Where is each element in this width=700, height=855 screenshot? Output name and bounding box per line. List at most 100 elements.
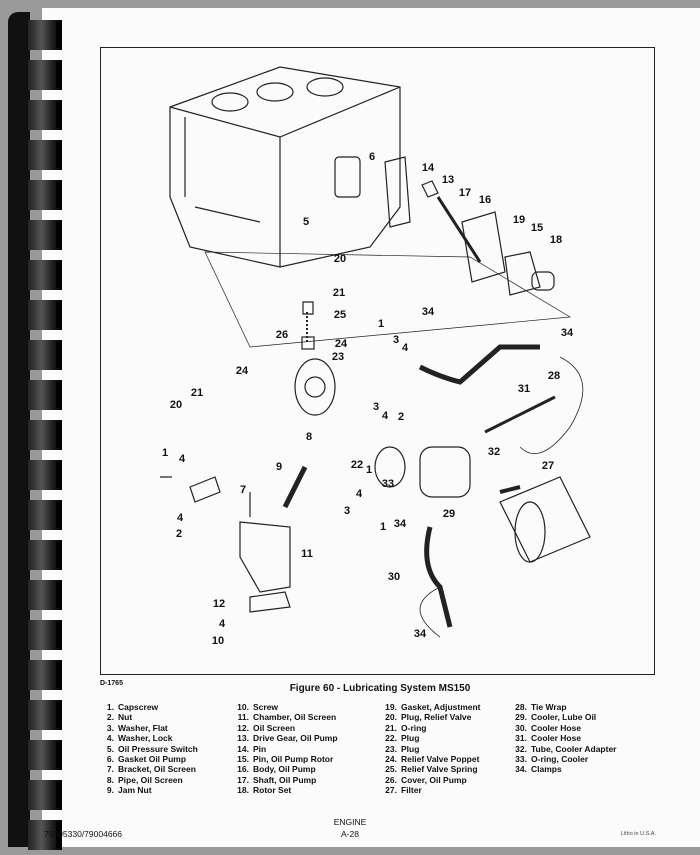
binding-tooth xyxy=(28,380,62,410)
part-number: 24. xyxy=(385,754,397,765)
part-name: Body, Oil Pump xyxy=(253,764,316,775)
part-name: Cover, Oil Pump xyxy=(401,774,467,785)
part-number: 34. xyxy=(515,764,527,775)
part-number: 18. xyxy=(237,785,249,796)
part-name: Tie Wrap xyxy=(531,702,567,712)
callout-number: 26 xyxy=(275,329,289,341)
part-item: 17.Shaft, Oil Pump xyxy=(232,775,338,785)
callout-number: 24 xyxy=(334,338,348,350)
oil-screen-illustration xyxy=(160,465,308,613)
binding-tooth xyxy=(28,260,62,290)
callout-number: 3 xyxy=(392,334,400,346)
binding-tooth xyxy=(28,700,62,730)
callout-number: 4 xyxy=(218,618,226,630)
callout-number: 28 xyxy=(547,370,561,382)
part-name: Nut xyxy=(118,712,133,723)
part-name: Clamps xyxy=(531,764,562,775)
callout-number: 4 xyxy=(355,488,363,500)
manual-part-number: 79005330/79004666 xyxy=(44,829,122,839)
part-name: Chamber, Oil Screen xyxy=(253,712,337,723)
part-item: 29.Cooler, Lube Oil xyxy=(510,712,616,722)
part-item: 28.Tie Wrap xyxy=(510,702,616,712)
part-number: 29. xyxy=(515,712,527,723)
part-item: 3.Washer, Flat xyxy=(100,723,198,733)
part-item: 2.Nut xyxy=(100,712,198,722)
part-number: 7. xyxy=(106,764,114,775)
part-item: 21.O-ring xyxy=(380,723,481,733)
part-number: 26. xyxy=(385,774,397,785)
binding-tooth xyxy=(28,20,62,50)
part-name: Relief Valve Spring xyxy=(401,764,478,775)
part-item: 15.Pin, Oil Pump Rotor xyxy=(232,754,338,764)
figure-title: Figure 60 - Lubricating System MS150 xyxy=(289,683,471,694)
part-name: Pin xyxy=(253,743,267,754)
part-name: Screw xyxy=(253,702,279,712)
callout-number: 27 xyxy=(541,460,555,472)
part-name: Rotor Set xyxy=(253,785,292,796)
part-name: Plug xyxy=(401,733,420,744)
part-item: 32.Tube, Cooler Adapter xyxy=(510,744,616,754)
callout-number: 4 xyxy=(401,342,409,354)
part-number: 5. xyxy=(106,743,114,754)
callout-number: 21 xyxy=(190,387,204,399)
part-item: 26. Cover, Oil Pump xyxy=(380,775,481,785)
callout-number: 8 xyxy=(305,431,313,443)
callout-number: 4 xyxy=(178,453,186,465)
callout-number: 11 xyxy=(301,548,313,560)
callout-number: 1 xyxy=(365,464,373,476)
part-item: 23.Plug xyxy=(380,744,481,754)
part-item: 27.Filter xyxy=(380,785,481,795)
binding-tooth xyxy=(28,540,62,570)
part-item: 12.Oil Screen xyxy=(232,723,338,733)
part-number: 22. xyxy=(385,733,397,744)
part-number: 14. xyxy=(237,743,249,754)
part-name: Tube, Cooler Adapter xyxy=(531,743,617,754)
callout-number: 21 xyxy=(332,287,346,299)
callout-number: 33 xyxy=(381,478,395,490)
part-number: 8. xyxy=(106,774,114,785)
binding-tooth xyxy=(28,460,62,490)
callout-number: 1 xyxy=(377,318,385,330)
callout-number: 24 xyxy=(235,365,249,377)
part-item: 10.Screw xyxy=(232,702,338,712)
part-item: 19.Gasket, Adjustment xyxy=(380,702,480,712)
manual-page xyxy=(42,8,700,847)
page-number: A-28 xyxy=(341,829,359,839)
part-number: 30. xyxy=(515,722,527,733)
binding-tooth xyxy=(28,780,62,810)
part-number: 20. xyxy=(385,712,397,723)
part-item: 8. Pipe, Oil Screen xyxy=(100,775,198,785)
callout-number: 13 xyxy=(441,174,455,186)
binding-tooth xyxy=(28,660,62,690)
part-name: Capscrew xyxy=(118,702,159,712)
part-item: 9.Jam Nut xyxy=(100,785,198,795)
part-item: 6.Gasket Oil Pump xyxy=(100,754,198,764)
callout-number: 4 xyxy=(381,410,389,422)
callout-number: 14 xyxy=(421,162,435,174)
part-item: 22. Plug xyxy=(380,733,481,743)
callout-number: 17 xyxy=(458,187,472,199)
callout-number: 16 xyxy=(478,194,492,206)
cooler-filter-illustration xyxy=(374,344,591,638)
part-item: 24.Relief Valve Poppet xyxy=(380,754,481,764)
part-item: 7.Bracket, Oil Screen xyxy=(100,764,198,774)
part-item: 33.O-ring, Cooler xyxy=(510,754,616,764)
binding-spine xyxy=(8,12,30,847)
callout-number: 2 xyxy=(397,411,405,423)
part-number: 16. xyxy=(237,764,249,775)
callout-number: 20 xyxy=(333,253,347,265)
part-item: 4.Washer, Lock xyxy=(100,733,198,743)
part-number: 9. xyxy=(106,785,114,796)
callout-number: 20 xyxy=(169,399,183,411)
part-number: 27. xyxy=(385,785,397,796)
callout-number: 34 xyxy=(413,628,427,640)
part-name: Pipe, Oil Screen xyxy=(118,774,183,785)
part-number: 12. xyxy=(237,722,249,733)
callout-number: 10 xyxy=(211,635,225,647)
binding-tooth xyxy=(28,500,62,530)
part-name: Plug xyxy=(401,743,420,754)
part-item: 25.Relief Valve Spring xyxy=(380,764,481,774)
